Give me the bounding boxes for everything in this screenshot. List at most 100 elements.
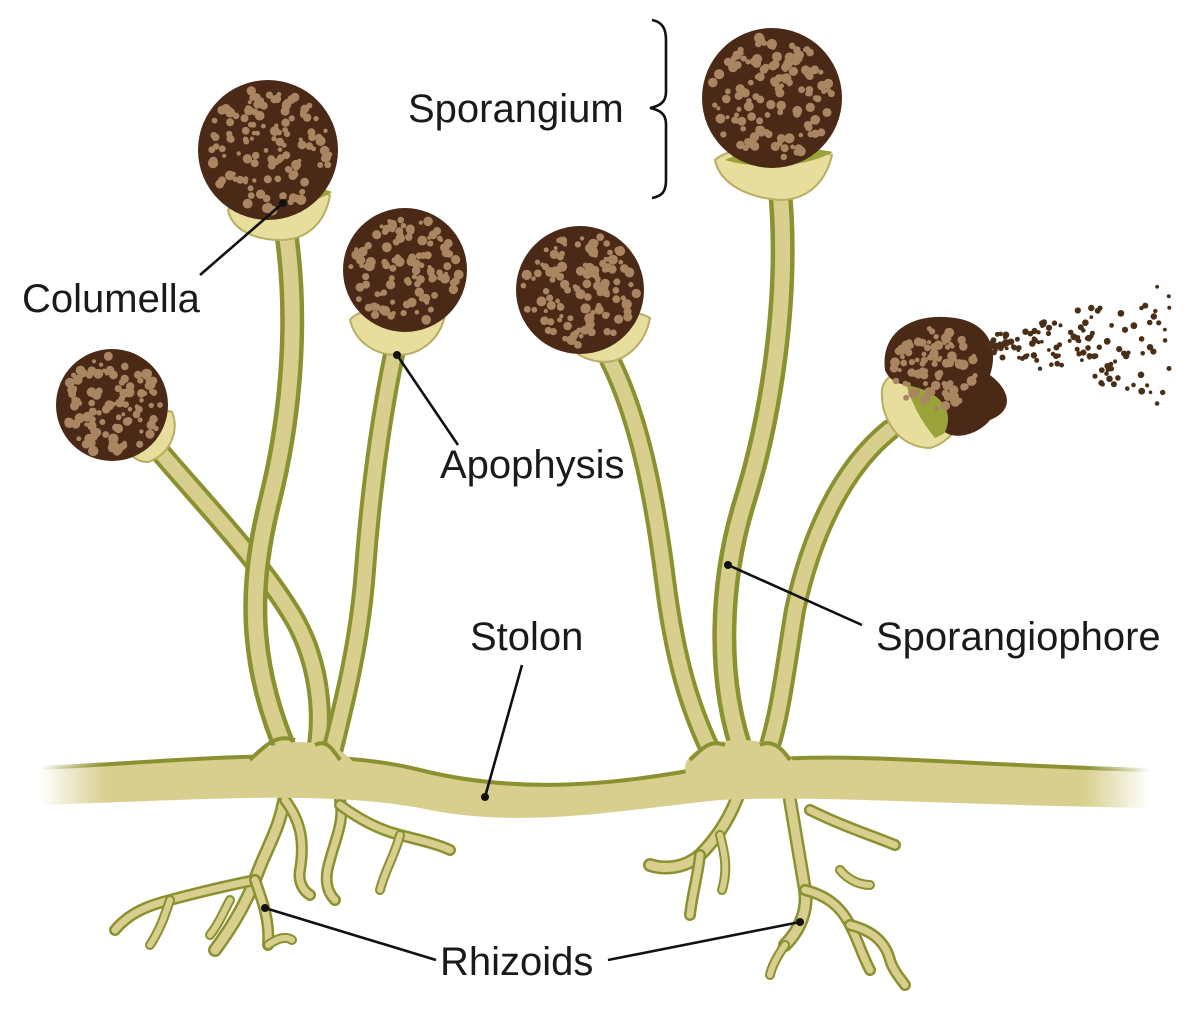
spore xyxy=(1027,330,1034,337)
sporangium-speckle xyxy=(277,154,285,162)
sporangium-speckle xyxy=(786,79,793,86)
sporangium-speckle xyxy=(242,154,253,164)
sporangium-speckle xyxy=(89,416,96,423)
sporangium-speckle xyxy=(299,188,306,195)
sporangium-speckle xyxy=(780,153,787,161)
sporangium-speckle xyxy=(926,326,933,332)
sporangium-speckle xyxy=(733,61,742,69)
sporangium-speckle xyxy=(605,312,610,317)
sporangium-speckle xyxy=(424,299,430,305)
sporangium-speckle xyxy=(71,396,79,404)
sporangium-speckle xyxy=(908,359,916,366)
sporangium-speckle xyxy=(80,369,88,377)
sporangium-speckle xyxy=(145,429,155,439)
sporangium-speckle xyxy=(938,355,943,361)
spore xyxy=(1096,344,1103,350)
spore xyxy=(1037,366,1043,371)
sporangium-speckle xyxy=(391,311,396,316)
sporangium-speckle xyxy=(531,306,538,313)
sporangium-speckle xyxy=(262,194,271,203)
sporangium-speckle xyxy=(576,327,582,333)
spore xyxy=(1116,346,1123,353)
sporangium-speckle xyxy=(387,219,392,224)
sporangium-speckle xyxy=(86,387,97,398)
spore xyxy=(1138,336,1145,342)
sporangium-speckle xyxy=(620,264,629,273)
sporangium-speckle xyxy=(224,170,235,181)
sporangium-speckle xyxy=(613,278,621,286)
spore xyxy=(1045,330,1052,337)
sporangium-speckle xyxy=(420,240,425,245)
spore xyxy=(1163,327,1167,332)
sporangium-speckle xyxy=(71,385,78,392)
sporangium-speckle xyxy=(443,262,452,271)
sporangium-speckle xyxy=(533,269,542,278)
sporangium-speckle xyxy=(251,130,257,136)
leader-lines xyxy=(199,18,863,962)
spore xyxy=(1098,367,1105,373)
sporangium-speckle xyxy=(236,151,241,156)
sporangium-speckle xyxy=(734,112,739,118)
spore xyxy=(1166,294,1171,299)
sporangium-speckle xyxy=(247,192,255,200)
sporangium-speckle xyxy=(427,306,434,313)
sporangium-speckle xyxy=(136,440,144,448)
sporangium-speckle xyxy=(935,374,942,381)
sporangium-speckle xyxy=(379,291,384,296)
sporangium-speckle xyxy=(115,414,122,421)
spore xyxy=(1011,344,1018,351)
sporangium-speckle xyxy=(747,79,754,86)
sporangium-speckle xyxy=(70,401,79,411)
sporangium-speckle xyxy=(574,241,582,248)
sporangium-speckle xyxy=(523,305,531,313)
sporangium-speckle xyxy=(120,374,129,384)
spore xyxy=(1067,338,1072,343)
sporangium-speckle xyxy=(729,66,734,71)
sporangium-speckle xyxy=(934,406,940,412)
sporangium-speckle xyxy=(99,419,106,425)
sporangium-speckle xyxy=(276,91,282,97)
sporangium-speckle xyxy=(157,402,163,408)
sporangium-speckle xyxy=(933,334,939,340)
sporangium-speckle xyxy=(433,227,442,235)
sporangium-speckle xyxy=(222,153,227,158)
sporangium-speckle xyxy=(287,198,294,206)
sporangium-speckle xyxy=(592,240,597,245)
spore xyxy=(1100,381,1105,387)
sporangium-speckle xyxy=(595,283,603,292)
sporangium-speckle xyxy=(245,105,251,111)
sporangium-speckle xyxy=(929,387,934,392)
sporangium-speckle xyxy=(295,194,307,205)
spore xyxy=(1077,324,1084,331)
sporangium-speckle xyxy=(213,143,220,150)
sporangium-speckle xyxy=(381,242,392,253)
sporangium-speckle xyxy=(756,117,764,125)
spore xyxy=(1104,371,1109,376)
sporangium-speckle xyxy=(919,360,926,367)
sporangium-speckle xyxy=(241,126,250,135)
sporangium-speckle xyxy=(737,117,744,125)
sporangium-speckle xyxy=(122,401,129,408)
spore xyxy=(1117,310,1125,317)
sporangium-speckle xyxy=(307,128,316,137)
sporangium-speckle xyxy=(236,175,245,184)
sporangium-speckle xyxy=(126,382,135,391)
sporangium-speckle xyxy=(720,131,727,138)
spore xyxy=(1016,348,1021,353)
rhizoids-leader-right xyxy=(607,920,801,962)
sporangium-speckle xyxy=(380,305,391,316)
sporangium-speckle xyxy=(914,357,920,363)
apophysis-leader xyxy=(395,354,460,446)
spore xyxy=(1025,353,1030,358)
sporangium-speckle xyxy=(207,158,219,169)
sporangium-speckle xyxy=(215,179,225,189)
sporangium-speckle xyxy=(903,394,909,401)
sporangium-speckle xyxy=(149,388,155,394)
label-sporangium: Sporangium xyxy=(408,87,624,131)
sporangium-speckle xyxy=(405,233,413,241)
spore xyxy=(1003,339,1011,347)
sporangium-speckle xyxy=(146,380,156,390)
sporangium-speckle xyxy=(714,69,725,80)
sporangium-speckle xyxy=(88,445,99,457)
spore xyxy=(1050,351,1056,357)
